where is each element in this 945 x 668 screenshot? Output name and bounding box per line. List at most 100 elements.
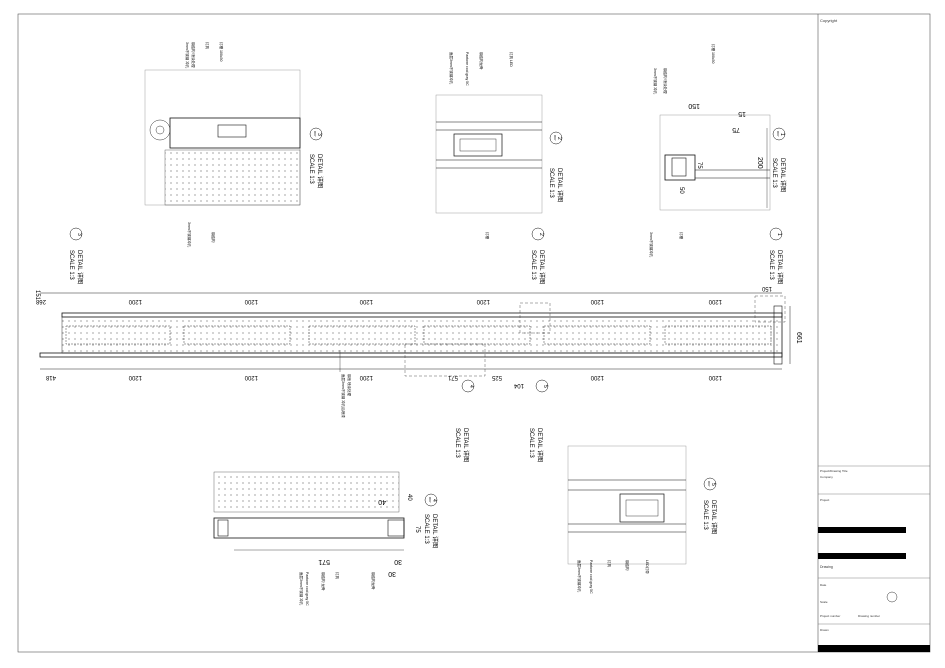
detail-light-inner [625, 499, 659, 517]
pipe-circle [155, 125, 165, 135]
callout-box [754, 295, 786, 323]
detail-tag-circle [769, 227, 783, 241]
detail-sheet: D07 [428, 497, 432, 503]
tb-black-bar [818, 553, 906, 559]
note-text: 面层3mm不锈钢冲孔 [449, 52, 454, 85]
pipe-circle [149, 119, 171, 141]
note-text: 钢结构 [211, 232, 216, 243]
tb-drawn: Drawn [820, 628, 829, 632]
dim-label: 40 [406, 494, 412, 501]
detail-number: 3 [316, 133, 322, 136]
dim-label: 75 [696, 162, 702, 169]
detail-end [217, 519, 229, 537]
detail-tag-circle [535, 379, 549, 393]
dim-label: 1200 [590, 374, 604, 380]
title-header: Copyright [820, 18, 838, 23]
light-box [543, 325, 651, 345]
dim-label: 1200 [359, 374, 373, 380]
tb-date: Date [820, 583, 827, 587]
dim-label: 1200 [708, 374, 722, 380]
detail-panel [164, 149, 301, 206]
dim-label: 1200 [476, 298, 490, 304]
dim-label: 50 [678, 187, 684, 194]
detail-light [217, 124, 247, 138]
note-text: 灯槽 [679, 232, 684, 239]
dim-label: 75 [732, 126, 740, 133]
detail-title: DETAIL 详图 [538, 250, 546, 284]
detail-number: 1 [779, 133, 785, 136]
dim-label: 150 [688, 102, 700, 109]
detail-channel [664, 154, 696, 181]
detail-scale: SCALE 1:3 [308, 154, 314, 184]
detail-title: DETAIL 详图 [776, 250, 784, 284]
detail-2-drawing: 面层3mm不锈钢冲孔 Pantone cool gray 5C 钢结构龙骨 灯具… [435, 52, 543, 239]
dim-label: 15 [738, 110, 746, 117]
detail-title: DETAIL 详图 [316, 154, 324, 188]
dim-label: 40 [378, 498, 386, 505]
note-text: 灯具 LED [509, 52, 514, 67]
detail-scale: SCALE 1:3 [528, 428, 534, 458]
title-block: Copyright Project/Drawing Title Company … [818, 18, 930, 652]
detail-sheet: D07 [707, 481, 711, 487]
detail-number: 5 [710, 483, 716, 486]
detail-1-drawing: 150 75 15 200 75 50 3mm不锈钢 冲孔 钢结构 喷涂处理 灯… [649, 44, 771, 258]
detail-light [453, 133, 503, 157]
detail-title: DETAIL 详图 [556, 168, 564, 202]
note-text: Pantone cool gray 5C [465, 52, 469, 86]
detail-end [387, 519, 405, 537]
dim-label: 151 [34, 290, 40, 301]
light-box [308, 325, 416, 345]
detail-channel [169, 117, 301, 149]
dim-label: 1200 [244, 374, 258, 380]
detail-number: 2 [538, 233, 544, 236]
dim-label: 30 [394, 558, 402, 565]
note-text: 钢结构 [625, 560, 630, 571]
note-text: 面层3mm不锈钢 冲孔 [299, 572, 304, 606]
note-text: 钢结构 喷涂处理 [663, 68, 668, 94]
main-plan: 268 1200 1200 1200 1200 1200 1200 150 15… [34, 285, 802, 418]
dim-label: 30 [388, 570, 396, 577]
note-text: 3mm不锈钢 冲孔 [653, 68, 658, 95]
detail-2-tag: 2 D07 DETAIL 详图 SCALE 1:3 [548, 131, 564, 202]
dim-label: 1200 [590, 298, 604, 304]
detail-light-inner [459, 138, 497, 152]
detail-sheet: D07 [313, 131, 317, 137]
tb-scale: Scale [820, 600, 828, 604]
note-text: 面层3mm不锈钢冲孔 [577, 560, 582, 593]
detail-tag-circle [309, 127, 323, 141]
callout-tag-1: 1 DETAIL 详图 SCALE 1:3 [768, 227, 784, 284]
detail-scale: SCALE 1:3 [530, 250, 536, 280]
detail-scale: SCALE 1:3 [702, 500, 708, 530]
dim-label: 1200 [708, 298, 722, 304]
callout-tag-3: 3 DETAIL 详图 SCALE 1:3 [68, 227, 84, 284]
detail-title: DETAIL 详图 [536, 428, 544, 462]
detail-3-drawing: 3mm不锈钢 冲孔 钢结构 喷涂处理 灯具 灯槽 100x50 3mm不锈钢冲孔… [144, 42, 301, 248]
detail-scale: SCALE 1:3 [423, 514, 429, 544]
plan-note: 钢板 喷涂处理 [347, 374, 352, 396]
note-text: LED灯带 [645, 560, 650, 574]
note-text: 钢结构龙骨 [479, 52, 484, 70]
detail-5-drawing: 面层3mm不锈钢冲孔 Pantone cool gray 5C 灯具 钢结构 L… [567, 445, 687, 594]
dim-label: 571 [447, 374, 458, 380]
dim-label: 1200 [244, 298, 258, 304]
detail-number: 1 [776, 233, 782, 236]
detail-light [619, 493, 665, 523]
tb-drawing: Drawing [820, 565, 833, 569]
dim-label: 661 [795, 332, 802, 344]
callout-tag-4: 4 DETAIL 详图 SCALE 1:3 [454, 379, 475, 462]
detail-frame [435, 94, 543, 214]
note-text: Pantone cool gray 5C [305, 572, 309, 606]
detail-title: DETAIL 详图 [76, 250, 84, 284]
note-text: 3mm不锈钢冲孔 [649, 232, 654, 258]
dim-label: 150 [761, 285, 772, 291]
dim-label: 525 [491, 374, 502, 380]
note-text: Pantone cool gray 5C [589, 560, 593, 594]
dim-label: 571 [318, 558, 330, 565]
note-text: 3mm不锈钢 冲孔 [185, 42, 190, 69]
note-text: 钢结构龙骨 [371, 572, 376, 590]
detail-number: 2 [556, 137, 562, 140]
detail-3-tag: 3 D07 DETAIL 详图 SCALE 1:3 [308, 127, 324, 188]
tb-project: Project [820, 498, 830, 502]
detail-tag-circle [531, 227, 545, 241]
